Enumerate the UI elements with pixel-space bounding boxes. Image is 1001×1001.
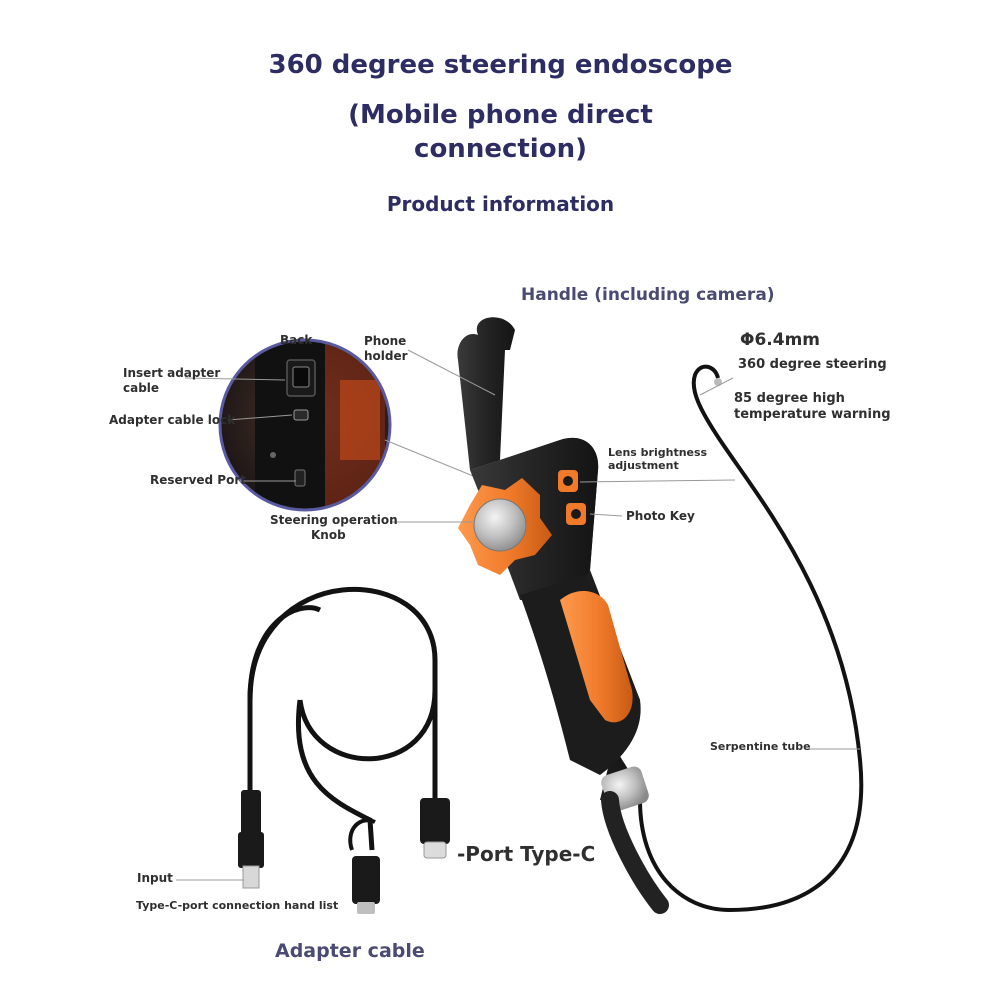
handle: [457, 317, 669, 914]
label-port-typec: -Port Type-C: [457, 842, 596, 866]
page-title-line1: 360 degree steering endoscope: [268, 50, 733, 80]
label-reserved-port: Reserved Port: [150, 473, 246, 487]
label-input: Input: [137, 871, 173, 885]
label-insert-adapter-2: cable: [123, 381, 160, 395]
label-lens-brightness-1: Lens brightness: [608, 446, 708, 459]
label-adapter-lock: Adapter cable lock: [109, 413, 236, 427]
label-steering-knob-2: Knob: [311, 528, 346, 542]
label-diameter: Φ6.4mm: [740, 330, 820, 350]
page-title-line2: (Mobile phone direct: [348, 100, 653, 130]
page-title-line3: connection): [414, 134, 587, 164]
adapter-cable: [238, 586, 450, 914]
label-serpentine-tube: Serpentine tube: [710, 740, 811, 753]
label-steering-knob-1: Steering operation: [270, 513, 398, 527]
back-detail-callout: [218, 338, 479, 512]
label-temp-warning-2: temperature warning: [734, 407, 891, 422]
adapter-section-title: Adapter cable: [275, 940, 425, 962]
page-subtitle: Product information: [386, 192, 615, 216]
label-photo-key: Photo Key: [626, 509, 695, 523]
label-phone-holder-2: holder: [364, 349, 408, 363]
label-360-steering: 360 degree steering: [738, 357, 887, 372]
label-back: Back: [280, 333, 313, 347]
label-temp-warning-1: 85 degree high: [734, 391, 845, 406]
leader-lines: [176, 349, 860, 881]
label-insert-adapter-1: Insert adapter: [123, 366, 221, 380]
label-typec-list: Type-C-port connection hand list: [136, 899, 339, 912]
label-lens-brightness-2: adjustment: [608, 459, 679, 472]
handle-section-title: Handle (including camera): [521, 285, 775, 305]
label-phone-holder-1: Phone: [364, 334, 407, 348]
serpentine-tube: [638, 364, 864, 913]
